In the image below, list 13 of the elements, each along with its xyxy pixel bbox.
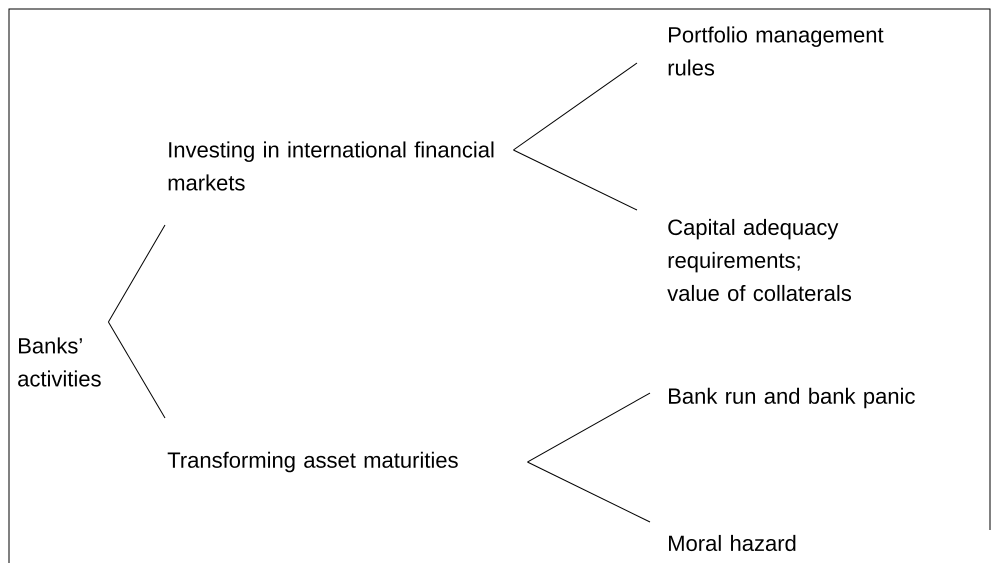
connector-line <box>108 322 166 418</box>
node-text: Moral hazard <box>669 534 796 552</box>
connector-line <box>526 392 650 462</box>
node-text: Banks’ activities <box>18 337 101 387</box>
node-text: Capital adequacy requirements; value of collaterals <box>667 218 852 302</box>
connector-line <box>512 150 638 210</box>
connector-line <box>512 62 638 150</box>
connector-line <box>526 462 650 522</box>
connector-line <box>108 224 166 322</box>
node-text: Portfolio management rules <box>668 26 884 76</box>
node-text: Transforming asset maturities <box>168 452 458 472</box>
node-text: Bank run and bank panic <box>669 388 915 408</box>
node-text: Investing in international financial markets <box>168 141 494 191</box>
